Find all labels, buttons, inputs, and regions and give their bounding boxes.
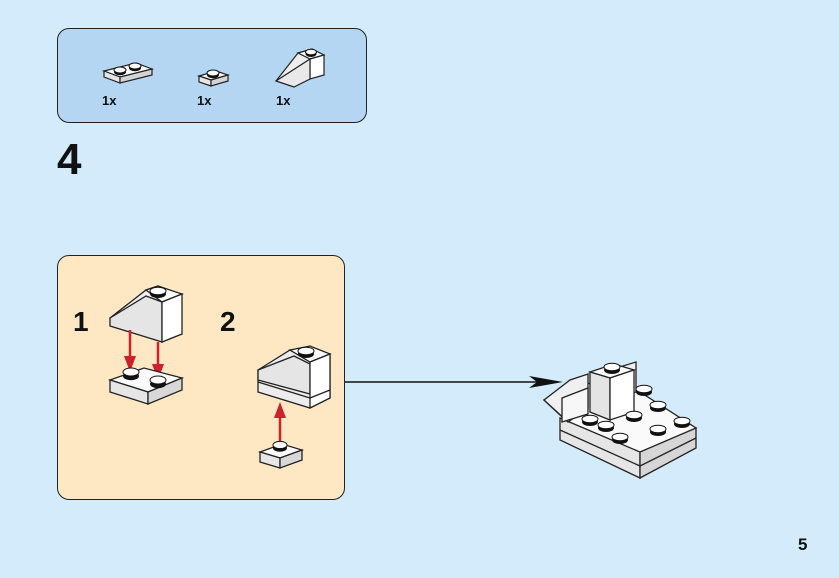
plate-1x2-icon	[101, 62, 155, 84]
stud-icon	[597, 420, 615, 432]
stud-icon	[649, 400, 667, 412]
plate-1x1-icon	[196, 69, 231, 87]
stud-icon	[649, 424, 667, 436]
substep-callout-box: 1 2	[57, 255, 345, 500]
part-quantity: 1x	[197, 93, 212, 108]
part-quantity: 1x	[276, 93, 291, 108]
arrow-up-icon	[274, 402, 286, 444]
stud-icon	[625, 410, 643, 422]
stud-icon	[611, 432, 629, 444]
substep-1-illustration	[107, 285, 185, 405]
slope-1x2-icon	[274, 48, 326, 88]
callout-connector-arrow	[345, 376, 563, 388]
stud-icon	[673, 416, 691, 428]
step-number: 4	[57, 135, 82, 184]
parts-list-box: 1x 1x 1x	[57, 28, 367, 123]
arrow-down-icon	[124, 330, 136, 372]
arrow-right-icon	[529, 376, 563, 388]
stud-icon	[581, 414, 599, 426]
substep-2-illustration	[257, 345, 332, 469]
page-number: 5	[798, 535, 808, 554]
substep-number: 1	[73, 306, 89, 337]
part-quantity: 1x	[102, 93, 117, 108]
substep-number: 2	[220, 306, 236, 337]
main-model-illustration	[542, 361, 698, 480]
stud-icon	[635, 384, 653, 396]
